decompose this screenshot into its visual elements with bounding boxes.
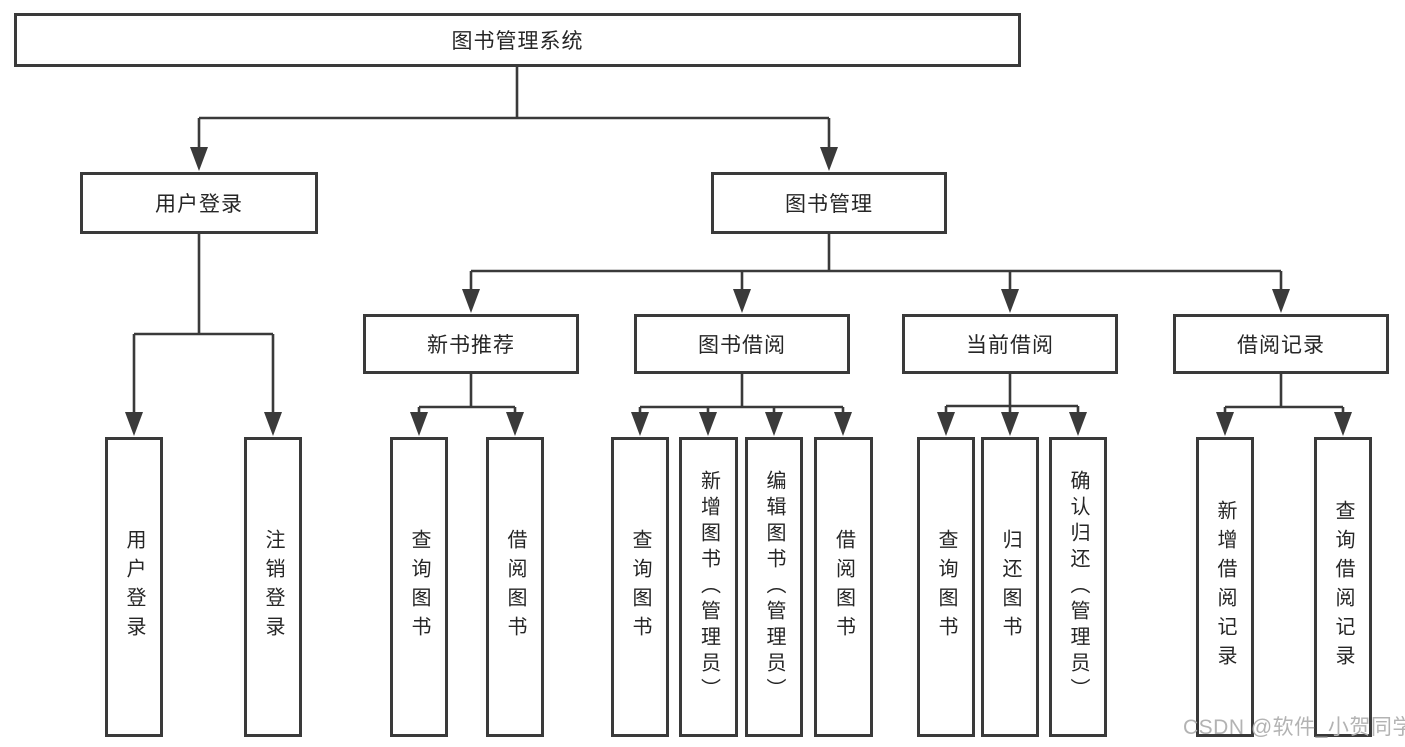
node-borrow-records: 借阅记录 — [1173, 314, 1389, 374]
connector-root-to-level2 — [190, 67, 838, 171]
leaf-records-query: 查询借阅记录 — [1314, 437, 1372, 737]
node-user-login-label: 用户登录 — [155, 193, 243, 216]
leaf-user-login-label: 用户登录 — [123, 529, 145, 645]
leaf-borrow-query-label: 查询图书 — [629, 529, 651, 645]
connector-bookmgmt-to-level3 — [462, 234, 1290, 313]
node-current-borrow: 当前借阅 — [902, 314, 1118, 374]
leaf-current-confirm: 确认归还（管理员） — [1049, 437, 1107, 737]
node-book-borrow: 图书借阅 — [634, 314, 850, 374]
node-borrow-records-label: 借阅记录 — [1237, 334, 1325, 357]
leaf-borrow-query: 查询图书 — [611, 437, 669, 737]
leaf-current-return: 归还图书 — [981, 437, 1039, 737]
csdn-watermark: CSDN @软件_小贺同学 — [1183, 716, 1405, 739]
node-book-borrow-label: 图书借阅 — [698, 334, 786, 357]
connector-current-to-leaves — [937, 374, 1087, 436]
node-root-label: 图书管理系统 — [451, 30, 584, 53]
leaf-records-add-label: 新增借阅记录 — [1214, 500, 1236, 674]
leaf-borrow-add: 新增图书（管理员） — [679, 437, 738, 737]
leaf-borrow-borrow-label: 借阅图书 — [832, 529, 855, 645]
leaf-borrow-add-label: 新增图书（管理员） — [697, 470, 720, 704]
leaf-newbooks-borrow-label: 借阅图书 — [504, 529, 526, 645]
node-new-books-label: 新书推荐 — [427, 334, 515, 357]
connector-userlogin-to-leaves — [125, 234, 282, 436]
leaf-logout-label: 注销登录 — [262, 529, 284, 645]
leaf-newbooks-query-label: 查询图书 — [408, 529, 430, 645]
leaf-records-add: 新增借阅记录 — [1196, 437, 1254, 737]
node-user-login: 用户登录 — [80, 172, 318, 234]
leaf-current-return-label: 归还图书 — [999, 529, 1021, 645]
leaf-records-query-label: 查询借阅记录 — [1332, 500, 1354, 674]
leaf-borrow-edit-label: 编辑图书（管理员） — [763, 470, 785, 704]
connector-borrow-to-leaves — [631, 374, 852, 436]
leaf-current-query: 查询图书 — [917, 437, 975, 737]
leaf-borrow-borrow: 借阅图书 — [814, 437, 873, 737]
leaf-user-login: 用户登录 — [105, 437, 163, 737]
leaf-borrow-edit: 编辑图书（管理员） — [745, 437, 803, 737]
leaf-logout: 注销登录 — [244, 437, 302, 737]
connector-newbooks-to-leaves — [410, 374, 524, 436]
leaf-current-query-label: 查询图书 — [935, 529, 957, 645]
node-book-mgmt: 图书管理 — [711, 172, 947, 234]
leaf-newbooks-query: 查询图书 — [390, 437, 448, 737]
node-root: 图书管理系统 — [14, 13, 1021, 67]
leaf-current-confirm-label: 确认归还（管理员） — [1067, 470, 1089, 704]
node-new-books: 新书推荐 — [363, 314, 579, 374]
node-book-mgmt-label: 图书管理 — [785, 193, 873, 216]
node-current-borrow-label: 当前借阅 — [966, 334, 1054, 357]
leaf-newbooks-borrow: 借阅图书 — [486, 437, 544, 737]
connector-records-to-leaves — [1216, 374, 1352, 436]
